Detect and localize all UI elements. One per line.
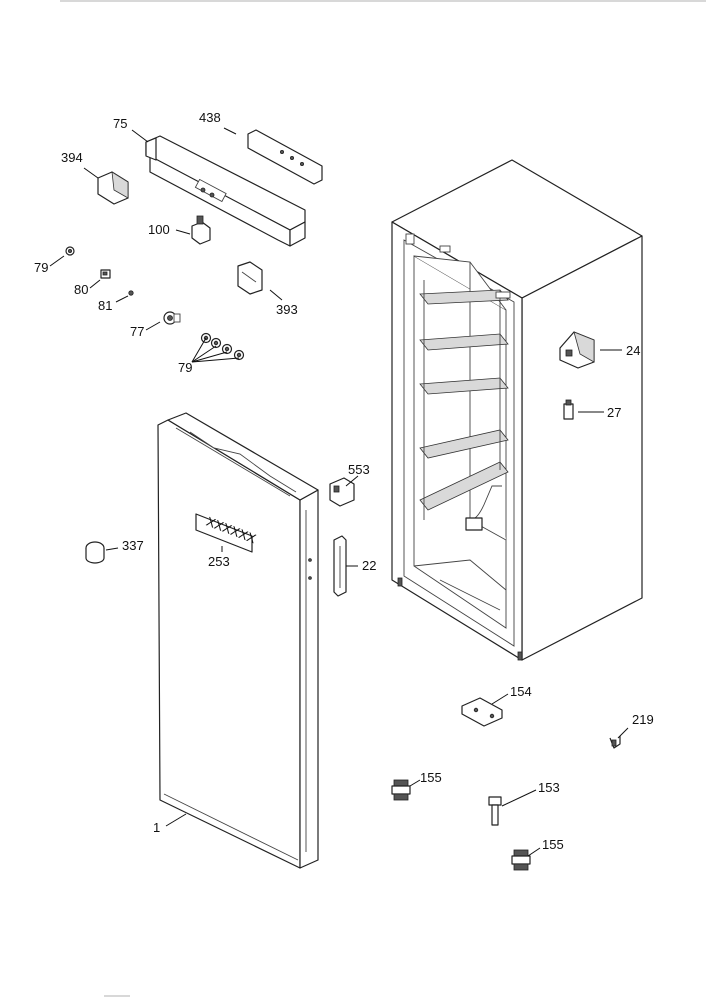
part-337-cap — [85, 541, 105, 564]
callout-153: 153 — [538, 780, 560, 795]
callout-79-b: 79 — [178, 360, 192, 375]
part-154-bracket — [461, 697, 503, 727]
callout-155-b: 155 — [542, 837, 564, 852]
cabinet-body — [391, 159, 643, 661]
part-79-screws-b — [200, 332, 245, 361]
callout-22: 22 — [362, 558, 376, 573]
part-1-door — [157, 412, 319, 869]
callout-100: 100 — [148, 222, 170, 237]
part-24-hinge — [559, 331, 595, 369]
callout-393: 393 — [276, 302, 298, 317]
part-153-bolt — [488, 796, 502, 826]
callout-77: 77 — [130, 324, 144, 339]
callout-553: 553 — [348, 462, 370, 477]
leader-lines — [49, 127, 629, 857]
part-75-control-panel — [145, 135, 306, 247]
part-22-handle — [333, 535, 347, 597]
part-553-bracket — [329, 477, 355, 507]
part-393-plate — [237, 261, 263, 295]
part-27-pin — [563, 399, 574, 420]
callout-79-a: 79 — [34, 260, 48, 275]
part-219-clip — [609, 736, 621, 749]
callout-75: 75 — [113, 116, 127, 131]
callout-219: 219 — [632, 712, 654, 727]
part-81-pin — [128, 290, 134, 296]
callout-154: 154 — [510, 684, 532, 699]
callout-80: 80 — [74, 282, 88, 297]
callout-1: 1 — [153, 820, 160, 835]
part-100-switch — [191, 215, 211, 245]
callout-253: 253 — [208, 554, 230, 569]
callout-24: 24 — [626, 343, 640, 358]
part-155-foot-b — [511, 849, 531, 871]
callout-81: 81 — [98, 298, 112, 313]
part-155-foot-a — [391, 779, 411, 801]
part-77-knob — [163, 311, 181, 325]
callout-337: 337 — [122, 538, 144, 553]
part-80-clip — [100, 269, 111, 279]
callout-394: 394 — [61, 150, 83, 165]
callout-labels: 75 438 394 100 79 80 81 393 77 79 24 27 … — [34, 110, 654, 852]
callout-27: 27 — [607, 405, 621, 420]
part-79-screw-a — [65, 246, 75, 256]
callout-155-a: 155 — [420, 770, 442, 785]
callout-438: 438 — [199, 110, 221, 125]
part-438-strip — [247, 129, 323, 185]
part-394-cover — [97, 171, 129, 205]
